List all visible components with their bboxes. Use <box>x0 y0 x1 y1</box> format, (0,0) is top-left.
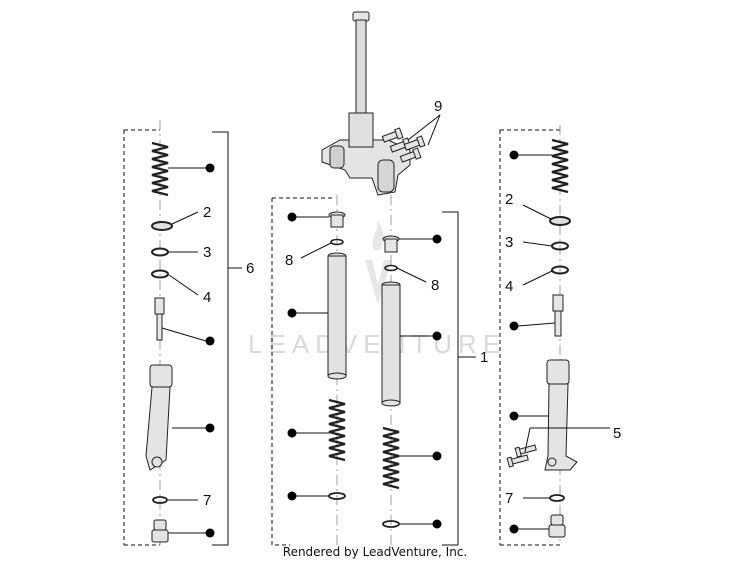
left-bolt <box>151 519 169 543</box>
left-inner-tube <box>327 252 347 380</box>
steering-stem-assembly <box>321 11 411 196</box>
left-washer-7 <box>152 496 168 504</box>
callout-1: 1 <box>480 349 488 366</box>
right-callout-dots <box>509 150 519 534</box>
clamp-bolts <box>381 127 426 163</box>
right-oring-4 <box>551 265 569 275</box>
left-callout-dots <box>205 163 215 538</box>
left-damper-rod <box>154 297 165 341</box>
left-bushing <box>328 211 346 228</box>
callout-2-left: 2 <box>203 204 211 221</box>
right-damper-rod <box>552 294 564 337</box>
watermark-logo-icon <box>365 220 392 305</box>
right-fork-bracket <box>499 129 560 546</box>
callout-8-left: 8 <box>285 252 293 269</box>
callout-leader-9 <box>407 114 441 146</box>
left-leader-lines <box>161 167 207 534</box>
callout-7-right: 7 <box>505 490 513 507</box>
left-seal-2 <box>151 221 173 231</box>
center-callout-dots <box>287 212 442 529</box>
left-oring-4 <box>151 269 169 279</box>
right-center-spring <box>382 426 400 490</box>
left-spring <box>151 141 169 197</box>
left-oring-3 <box>151 247 169 257</box>
right-washer-7 <box>549 494 565 502</box>
right-leader-lines <box>517 154 610 530</box>
callout-5: 5 <box>613 425 621 442</box>
left-center-spring <box>328 398 346 462</box>
callout-2-right: 2 <box>505 191 513 208</box>
right-seal-2 <box>549 216 571 226</box>
right-inner-tube <box>381 281 401 407</box>
callout-3-left: 3 <box>203 244 211 261</box>
left-fork-bracket <box>123 129 242 546</box>
watermark: LEADVENTURE <box>248 220 506 359</box>
callout-4-left: 4 <box>203 289 211 306</box>
left-clip-8 <box>330 238 344 246</box>
left-lower-leg <box>145 364 173 471</box>
right-axle-screw <box>506 444 537 468</box>
right-bushing <box>382 235 400 253</box>
callout-7-left: 7 <box>203 492 211 509</box>
callout-8-right: 8 <box>431 277 439 294</box>
center-leader-lines <box>296 216 433 525</box>
right-lower-leg <box>544 359 578 471</box>
footer-credit: Rendered by LeadVenture, Inc. <box>282 545 468 559</box>
right-bolt <box>548 514 566 538</box>
watermark-text: LEADVENTURE <box>248 329 506 359</box>
callout-3-right: 3 <box>505 234 513 251</box>
callout-9: 9 <box>434 98 442 115</box>
center-bracket <box>271 197 476 546</box>
right-spring <box>551 138 569 194</box>
callout-6: 6 <box>246 260 254 277</box>
callout-4-right: 4 <box>505 278 513 295</box>
